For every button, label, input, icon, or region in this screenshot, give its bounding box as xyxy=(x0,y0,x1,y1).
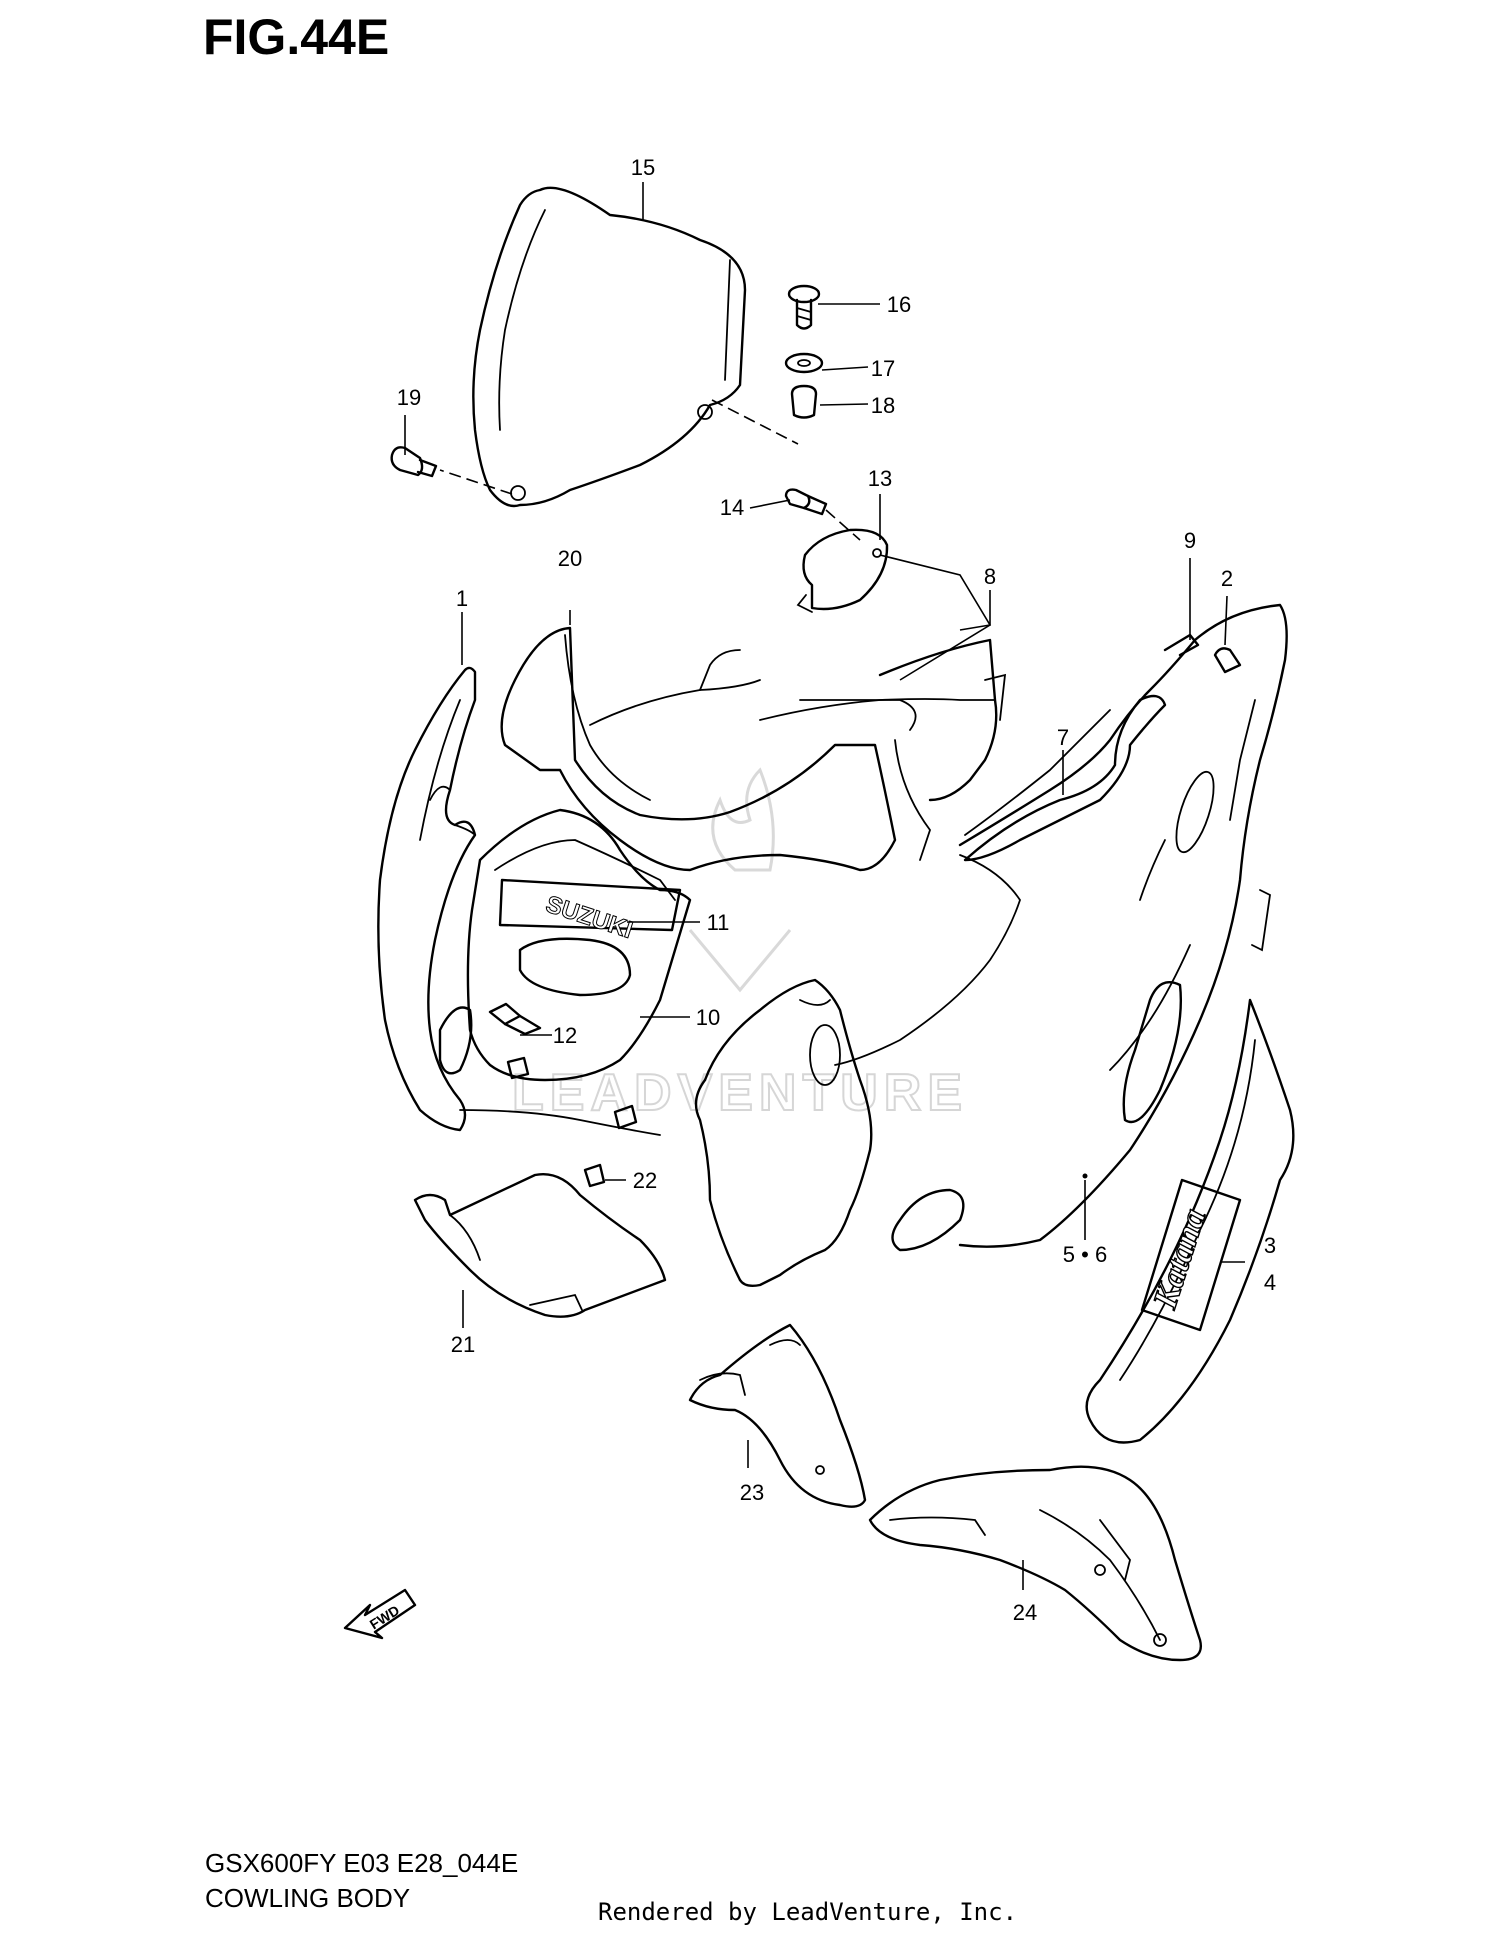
watermark: LEADVENTURE xyxy=(511,767,968,1123)
callout-19: 19 xyxy=(397,385,421,410)
callout-11: 11 xyxy=(707,910,730,935)
left-cowl-part-1 xyxy=(377,666,661,1136)
right-cowl-main xyxy=(834,603,1288,1252)
bracket-part-23 xyxy=(688,1323,867,1508)
callout-9: 9 xyxy=(1184,528,1196,553)
callout-18: 18 xyxy=(871,393,895,418)
clip-part-12 xyxy=(488,1002,542,1036)
washer-part-17 xyxy=(784,352,824,374)
inner-fairing-part-24 xyxy=(868,1465,1202,1662)
cover-part-13 xyxy=(796,528,889,613)
center-panel-part-10: SUZUKI xyxy=(466,808,692,1082)
callout-8: 8 xyxy=(984,564,996,589)
forward-direction-arrow: FWD xyxy=(343,1588,417,1640)
callout-3: 3 xyxy=(1264,1233,1276,1258)
callout-17: 17 xyxy=(871,356,895,381)
callout-16: 16 xyxy=(887,292,911,317)
callout-14: 14 xyxy=(720,495,744,520)
callout-1: 1 xyxy=(456,586,468,611)
callout-20: 20 xyxy=(558,546,582,571)
bracket-part-9 xyxy=(1163,633,1200,657)
leader-windscreen-to-screw xyxy=(439,469,513,495)
upper-cowl-part-8 xyxy=(759,638,1007,802)
callout-12: 12 xyxy=(553,1023,577,1048)
figure-title: FIG.44E xyxy=(203,9,390,65)
model-code: GSX600FY E03 E28_044E xyxy=(205,1848,519,1878)
callout-7: 7 xyxy=(1057,725,1069,750)
callout-15: 15 xyxy=(631,155,655,180)
watermark-text: LEADVENTURE xyxy=(512,1064,968,1122)
callout-23: 23 xyxy=(740,1480,764,1505)
grommet-part-18 xyxy=(790,384,818,419)
screw-part-16 xyxy=(787,284,821,330)
clip-part-22 xyxy=(583,1163,606,1188)
callout-21: 21 xyxy=(451,1332,475,1357)
side-panel-part-3-4: Katana xyxy=(1085,998,1295,1444)
windscreen-part-15 xyxy=(472,186,747,508)
callout-4: 4 xyxy=(1264,1270,1276,1295)
section-name: COWLING BODY xyxy=(205,1883,411,1913)
clip-part-2 xyxy=(1213,647,1242,674)
callout-13: 13 xyxy=(868,466,892,491)
callout-10: 10 xyxy=(696,1005,720,1030)
leader-windscreen-to-grommet xyxy=(711,399,799,445)
leader-screw-to-cover xyxy=(825,509,861,541)
leader-lines xyxy=(404,182,1245,1590)
callout-labels: 15 16 17 18 19 13 14 8 9 2 20 1 7 11 10 … xyxy=(397,155,1276,1625)
lower-scoop-part-21 xyxy=(413,1173,667,1318)
decal-brand-text: SUZUKI xyxy=(543,891,636,944)
callout-24: 24 xyxy=(1013,1600,1037,1625)
screw-part-14 xyxy=(784,488,828,516)
dot-part-5-6 xyxy=(1082,1173,1088,1179)
lower-cowl-center xyxy=(694,978,873,1288)
callout-2: 2 xyxy=(1221,566,1233,591)
render-credit: Rendered by LeadVenture, Inc. xyxy=(598,1898,1018,1926)
inner-cowl-part-20 xyxy=(500,626,932,872)
fwd-label: FWD xyxy=(367,1602,403,1632)
clip-set xyxy=(506,1056,638,1130)
right-cowl-trim-part-7 xyxy=(963,694,1167,862)
screw-part-19 xyxy=(390,446,438,478)
callout-5-6: 5 • 6 xyxy=(1063,1242,1107,1267)
callout-22: 22 xyxy=(633,1168,657,1193)
